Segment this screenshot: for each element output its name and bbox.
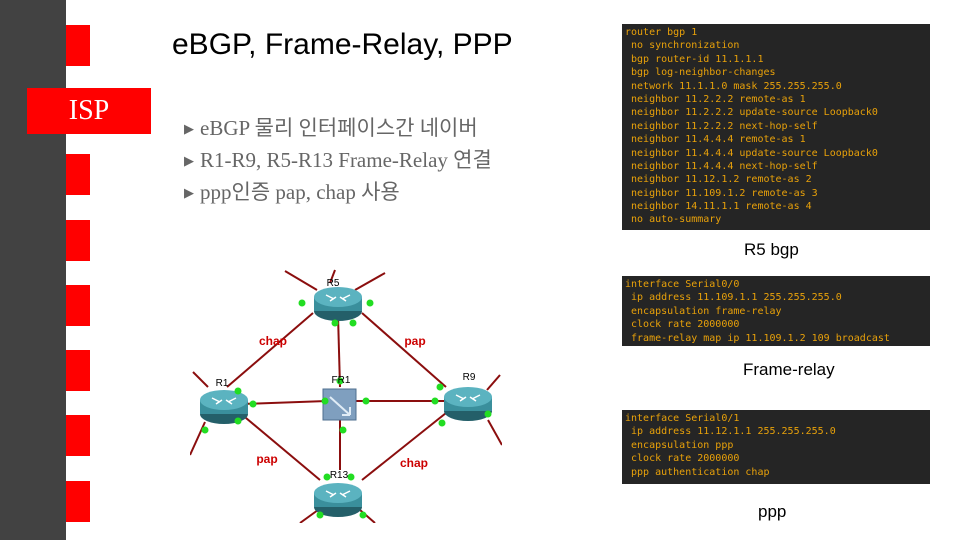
code-line: neighbor 11.12.1.2 remote-as 2 xyxy=(625,174,812,186)
code-line: clock rate 2000000 xyxy=(625,319,740,331)
bullet-arrow-icon: ▶ xyxy=(184,153,194,168)
bullet-item: ▶ eBGP 물리 인터페이스간 네이버 xyxy=(184,112,492,144)
red-accent-block xyxy=(66,350,90,391)
red-accent-block xyxy=(66,285,90,326)
link-label-pap-r1-r13: pap xyxy=(256,452,277,466)
code-line: neighbor 11.2.2.2 update-source Loopback… xyxy=(625,107,878,119)
stub-r13-left xyxy=(299,509,319,523)
code-line: neighbor 11.109.1.2 remote-as 3 xyxy=(625,187,818,199)
red-accent-block xyxy=(66,25,90,66)
link-r5-r9 xyxy=(361,312,447,388)
code-line: neighbor 11.4.4.4 remote-as 1 xyxy=(625,134,806,146)
code-line: bgp router-id 11.1.1.1 xyxy=(625,53,764,65)
code-line: clock rate 2000000 xyxy=(625,453,740,465)
code-line: encapsulation ppp xyxy=(625,439,734,451)
bullet-item: ▶ ppp인증 pap, chap 사용 xyxy=(184,176,492,208)
code-line: neighbor 11.4.4.4 update-source Loopback… xyxy=(625,147,878,159)
router-label-r5: R5 xyxy=(327,278,340,289)
caption-ppp: ppp xyxy=(758,502,787,521)
switch-label-fr1: FR1 xyxy=(332,375,351,386)
router-r9 xyxy=(444,387,492,421)
caption-r5-bgp: R5 bgp xyxy=(744,240,799,259)
router-r1 xyxy=(200,390,248,424)
red-accent-block xyxy=(66,481,90,522)
code-line: router bgp 1 xyxy=(625,27,698,38)
code-block-frame-relay-config: interface Serial0/0 ip address 11.109.1.… xyxy=(622,276,930,346)
router-label-r9: R9 xyxy=(463,372,476,383)
bullet-arrow-icon: ▶ xyxy=(184,185,194,200)
red-accent-block xyxy=(66,154,90,195)
bullet-item: ▶ R1-R9, R5-R13 Frame-Relay 연결 xyxy=(184,144,492,176)
red-accent-block xyxy=(66,415,90,456)
code-line: ip address 11.12.1.1 255.255.255.0 xyxy=(625,426,836,438)
code-line: neighbor 11.2.2.2 next-hop-self xyxy=(625,120,818,132)
bullet-arrow-icon: ▶ xyxy=(184,121,194,136)
bullet-text: eBGP 물리 인터페이스간 네이버 xyxy=(200,116,478,140)
code-line: interface Serial0/0 xyxy=(625,279,740,290)
bullet-text: ppp인증 pap, chap 사용 xyxy=(200,180,400,204)
section-tab-isp: ISP xyxy=(27,88,151,134)
stub-r9-bottom xyxy=(487,419,502,446)
stub-r1-bottom xyxy=(190,421,206,456)
code-line: encapsulation frame-relay xyxy=(625,305,782,317)
slide-title: eBGP, Frame-Relay, PPP xyxy=(172,28,513,61)
stub-r1-left xyxy=(192,371,209,388)
router-r13 xyxy=(314,483,362,517)
caption-frame-relay: Frame-relay xyxy=(743,360,835,379)
bullet-text: R1-R9, R5-R13 Frame-Relay 연결 xyxy=(200,148,492,172)
link-label-chap-r1-r5: chap xyxy=(259,334,287,348)
port-status-dots xyxy=(201,299,492,519)
code-line: frame-relay map ip 11.109.1.2 109 broadc… xyxy=(625,332,890,344)
link-r1-r13 xyxy=(239,412,321,481)
frame-relay-switch-fr1 xyxy=(322,388,357,421)
code-line: ppp authentication chap xyxy=(625,466,770,478)
router-r5 xyxy=(314,287,362,321)
link-label-pap-r5-r9: pap xyxy=(404,334,425,348)
stub-r5-top xyxy=(329,269,336,284)
code-line: neighbor 11.4.4.4 next-hop-self xyxy=(625,160,818,172)
code-line: no auto-summary xyxy=(625,214,722,226)
stub-r5-right xyxy=(354,272,386,291)
code-line: network 11.1.1.0 mask 255.255.255.0 xyxy=(625,80,842,92)
left-sidebar-bar xyxy=(0,0,66,540)
red-accent-block xyxy=(66,220,90,261)
code-line: bgp log-neighbor-changes xyxy=(625,67,776,79)
stub-r5-left xyxy=(284,270,318,291)
code-line: neighbor 11.2.2.2 remote-as 1 xyxy=(625,93,806,105)
code-line: no synchronization xyxy=(625,40,740,52)
router-label-r13: R13 xyxy=(330,470,349,481)
link-r5-fr1 xyxy=(337,314,341,388)
link-r9-r13 xyxy=(361,412,447,481)
code-line: ip address 11.109.1.1 255.255.255.0 xyxy=(625,292,842,304)
link-r1-r5 xyxy=(226,312,314,388)
network-topology-diagram: R5 R1 R9 R13 FR1 chap pap pap chap xyxy=(190,269,502,523)
link-label-chap-r9-r13: chap xyxy=(400,456,428,470)
code-block-bgp-config: router bgp 1 no synchronization bgp rout… xyxy=(622,24,930,230)
stub-r9-right xyxy=(486,374,501,391)
bullet-list: ▶ eBGP 물리 인터페이스간 네이버 ▶ R1-R9, R5-R13 Frame… xyxy=(184,112,492,208)
code-block-ppp-config: interface Serial0/1 ip address 11.12.1.1… xyxy=(622,410,930,484)
router-label-r1: R1 xyxy=(216,378,229,389)
code-line: neighbor 14.11.1.1 remote-as 4 xyxy=(625,201,812,213)
code-line: interface Serial0/1 xyxy=(625,413,740,424)
